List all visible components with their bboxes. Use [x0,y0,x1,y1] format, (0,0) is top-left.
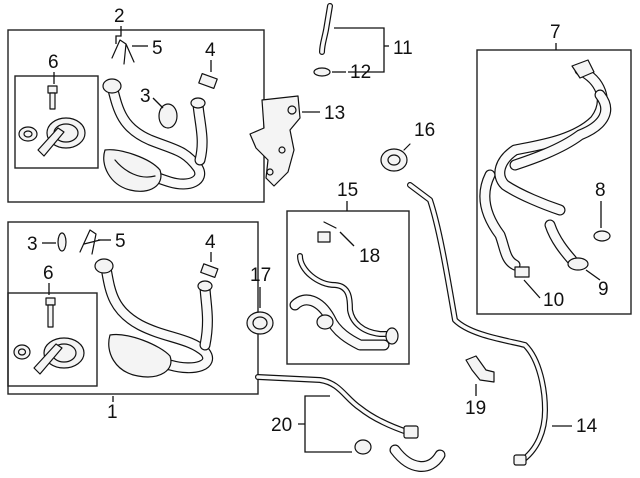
assembly-1-group: 1 3 5 4 6 [7,221,259,423]
clamp-kit-lower [13,297,85,375]
callout-16: 16 [414,120,435,141]
callout-1: 1 [107,402,118,423]
tube-20-group: 20 [255,374,446,472]
clamp-16-group: 16 [380,120,435,172]
o-ring-3-upper [158,103,178,129]
callout-8: 8 [595,180,606,201]
callout-3-upper: 3 [140,86,151,107]
clamp-kit-6-box-upper [14,75,99,169]
callout-18: 18 [359,246,380,267]
o-ring-12 [313,67,331,77]
callout-11: 11 [393,38,413,59]
callout-15: 15 [337,180,358,201]
callout-2: 2 [114,6,125,27]
clamp-kit-upper [18,85,86,157]
callout-13: 13 [324,103,345,124]
leader-2 [115,26,122,44]
bracket-13-group: 13 [249,95,345,187]
clip-18 [323,221,337,229]
hose-assembly-lower [94,258,213,378]
clip-5-lower [79,229,101,255]
clamp-8 [593,230,611,242]
clamp-17-group: 17 [246,265,274,335]
callout-9: 9 [598,279,609,300]
leader-20 [298,395,352,453]
hose-cap-15 [317,231,331,243]
assembly-15-group: 15 18 [286,180,410,365]
callout-12: 12 [350,62,371,83]
leader-3-upper [152,97,164,109]
clamp-9 [567,257,589,271]
assembly-2-group: 2 5 4 3 6 [7,6,265,203]
connector-10 [514,266,530,278]
assembly-7-box [476,49,632,315]
tube-11-group: 11 12 [313,3,413,83]
callout-4-upper: 4 [205,40,216,61]
clamp-kit-6-box-lower [7,292,98,387]
assembly-7-group: 7 8 9 10 [476,22,632,315]
leader-11 [334,27,385,73]
o-ring-3-lower [57,232,67,252]
callout-7: 7 [550,22,561,43]
callout-14: 14 [576,416,598,437]
leader-9 [585,269,601,281]
hose-assembly-upper [102,78,208,192]
clip-20 [354,439,372,455]
bracket-19-group: 19 [465,355,495,419]
callout-5-upper: 5 [152,38,163,59]
leader-10 [523,279,541,299]
callout-10: 10 [543,290,564,311]
bracket-4-lower [200,263,219,279]
callout-5-lower: 5 [115,231,126,252]
leader-18 [339,231,355,247]
callout-4-lower: 4 [205,232,216,253]
tube-14-group: 14 [407,182,598,466]
callout-19: 19 [465,398,486,419]
callout-3-lower: 3 [27,234,38,255]
clip-5-upper [111,39,135,65]
callout-20: 20 [271,415,292,436]
callout-6-upper: 6 [48,52,59,73]
callout-17: 17 [250,265,271,286]
assembly-15-box [286,210,410,365]
callout-6-lower: 6 [43,263,54,284]
bracket-4-upper [198,72,218,90]
